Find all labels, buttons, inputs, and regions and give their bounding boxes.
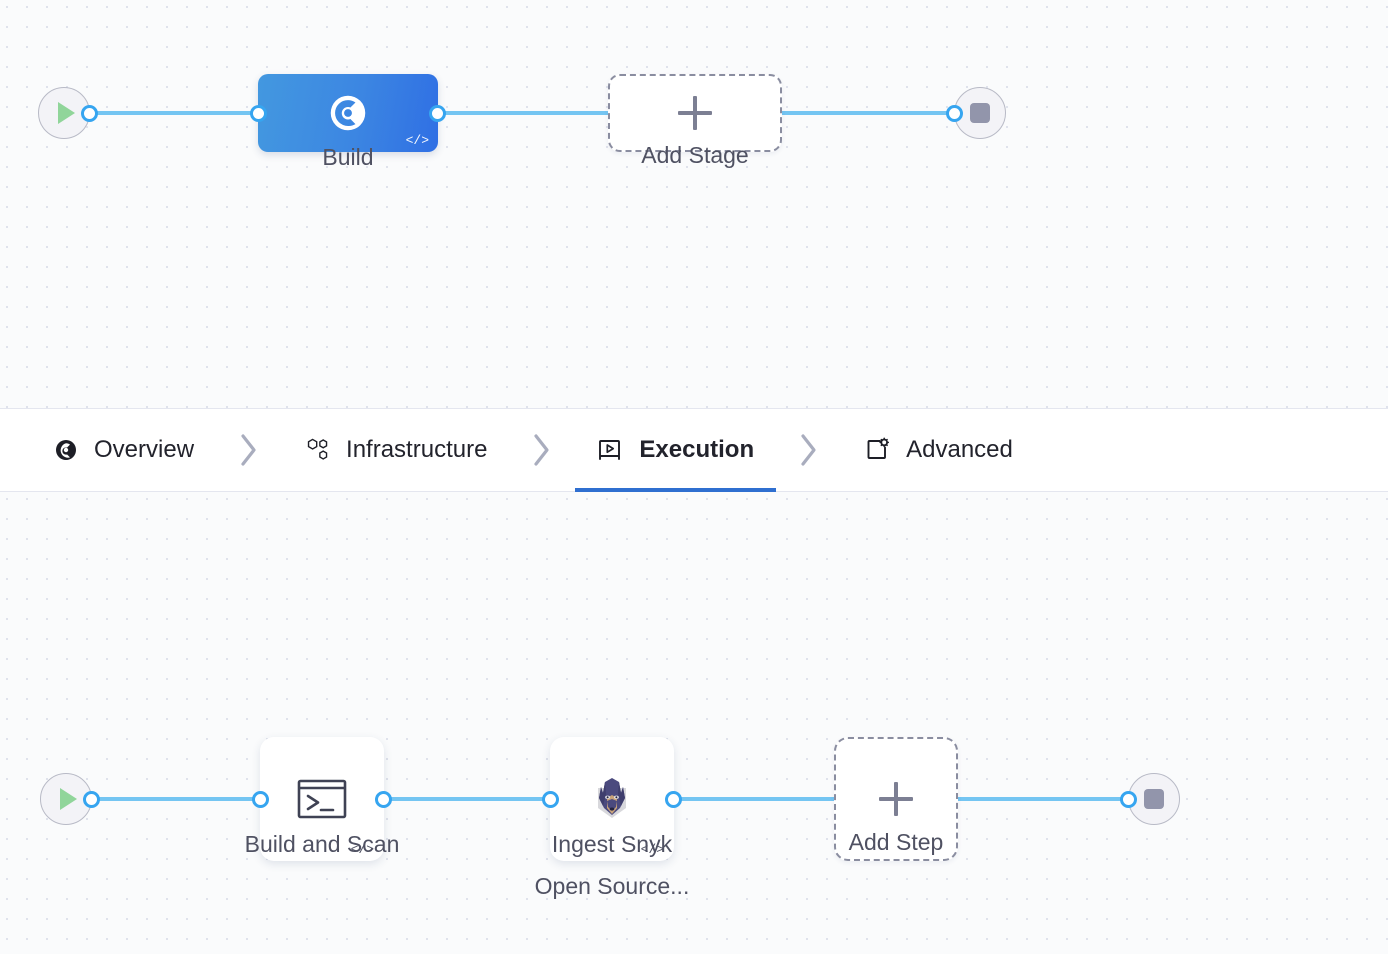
tab-separator-2 [509, 409, 575, 491]
stop-icon [1144, 789, 1164, 809]
connector-snyk-to-addstep [678, 797, 838, 801]
step-node-ingest-snyk-wrapper: </> Ingest Snyk Open Source... [535, 737, 689, 899]
stop-icon [970, 103, 990, 123]
play-icon [58, 102, 75, 124]
step-node-build-and-scan-wrapper: </> Build and Scan [245, 737, 399, 861]
build-and-scan-output-port[interactable] [375, 790, 392, 808]
play-box-execution-icon [597, 436, 625, 464]
connector-addstage-to-end [778, 111, 950, 115]
steps-end-input-port[interactable] [1120, 790, 1137, 808]
end-input-port[interactable] [946, 104, 963, 122]
tab-overview[interactable]: Overview [30, 409, 216, 491]
plus-icon [678, 96, 712, 130]
connector-buildandscan-to-snyk [388, 797, 546, 801]
gear-card-advanced-icon [864, 436, 892, 464]
plus-icon [879, 782, 913, 816]
connector-build-to-addstage [442, 111, 612, 115]
ingest-snyk-code-badge: </> [640, 842, 664, 857]
steps-pipeline-row: </> Build and Scan [0, 737, 1180, 899]
step-node-ingest-snyk-label-line2: Open Source... [534, 873, 690, 899]
build-and-scan-input-port[interactable] [252, 790, 269, 808]
add-step-button[interactable] [834, 737, 958, 861]
ingest-snyk-output-port[interactable] [665, 790, 682, 808]
step-node-build-and-scan[interactable]: </> [260, 737, 384, 861]
play-icon [60, 788, 77, 810]
stages-canvas[interactable]: </> Build Add Stage [0, 0, 1388, 408]
add-step-wrapper: Add Step [834, 737, 958, 861]
tab-execution-label: Execution [639, 436, 755, 463]
tab-advanced[interactable]: Advanced [842, 409, 1035, 491]
connector-start-to-buildandscan [96, 797, 256, 801]
add-stage-button[interactable] [608, 74, 782, 152]
overview-build-icon [52, 436, 80, 464]
tab-separator-1 [216, 409, 282, 491]
steps-start-output-port[interactable] [83, 790, 100, 808]
add-stage-wrapper: Add Stage [608, 74, 782, 168]
build-output-port[interactable] [429, 104, 446, 122]
tab-advanced-label: Advanced [906, 436, 1013, 463]
build-code-badge: </> [405, 133, 429, 148]
stage-node-build-wrapper: </> Build [250, 74, 446, 170]
stage-config-tabbar: Overview Infrastructure [0, 408, 1388, 492]
build-and-scan-code-badge: </> [350, 842, 374, 857]
step-node-ingest-snyk-open-source[interactable]: </> [550, 737, 674, 861]
build-input-port[interactable] [250, 104, 267, 122]
tab-overview-label: Overview [94, 436, 195, 463]
tab-separator-3 [776, 409, 842, 491]
stage-node-build[interactable]: </> [258, 74, 438, 152]
connector-addstep-to-end [954, 797, 1124, 801]
terminal-shell-icon [297, 779, 347, 819]
tab-execution[interactable]: Execution [575, 409, 776, 492]
connector-start-to-build [94, 111, 254, 115]
start-output-port[interactable] [81, 104, 98, 122]
steps-canvas[interactable]: </> Build and Scan [0, 492, 1388, 954]
tab-infrastructure-label: Infrastructure [346, 436, 488, 463]
snyk-doberman-icon [598, 778, 626, 818]
tab-infrastructure[interactable]: Infrastructure [282, 409, 509, 491]
harness-ci-build-icon [330, 95, 366, 131]
ingest-snyk-input-port[interactable] [542, 790, 559, 808]
stages-pipeline-row: </> Build Add Stage [0, 74, 1006, 170]
hexagons-infrastructure-icon [304, 436, 332, 464]
